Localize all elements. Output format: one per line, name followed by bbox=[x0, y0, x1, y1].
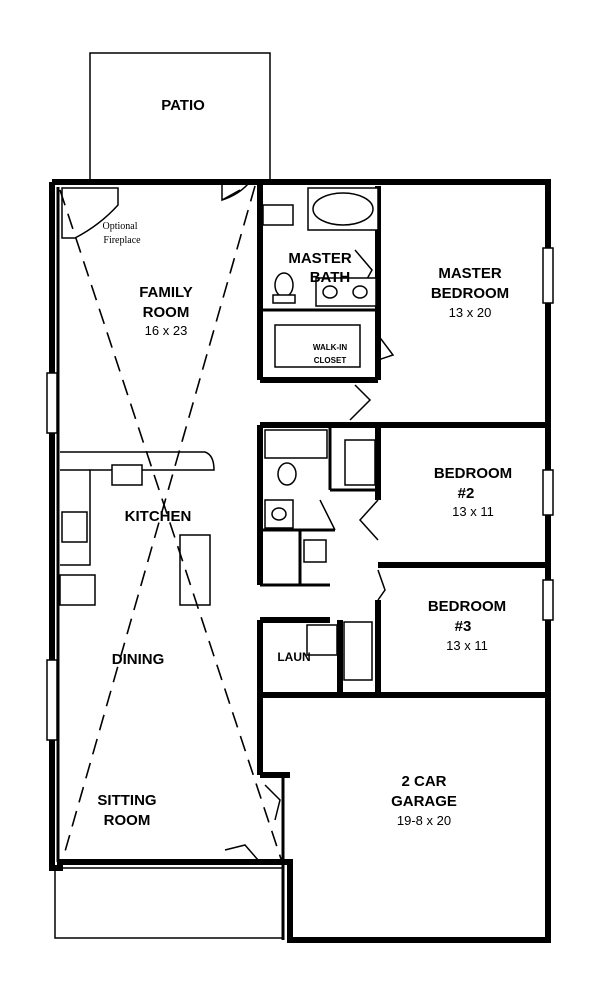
sitting-room-name-1: SITTING bbox=[97, 792, 156, 809]
patio-label: PATIO bbox=[161, 97, 205, 114]
master-bath-fixtures bbox=[262, 187, 379, 307]
fireplace-label-1: Optional bbox=[103, 221, 138, 232]
garage-name-2: GARAGE bbox=[391, 793, 457, 810]
hall-bath-fixtures bbox=[264, 429, 376, 563]
kitchen-label: KITCHEN bbox=[125, 508, 192, 525]
dining-label: DINING bbox=[112, 651, 165, 668]
master-bedroom-dims: 13 x 20 bbox=[449, 305, 492, 320]
family-room-name-1: FAMILY bbox=[139, 284, 193, 301]
laundry-label: LAUN bbox=[277, 650, 310, 664]
ceiling-lines bbox=[59, 185, 283, 863]
family-room-dims: 16 x 23 bbox=[145, 323, 188, 338]
bedroom3-dims: 13 x 11 bbox=[446, 638, 488, 653]
bedroom3-closet bbox=[343, 621, 373, 681]
laundry-appliance bbox=[306, 624, 338, 656]
walk-in-closet-label-2: CLOSET bbox=[314, 356, 347, 365]
master-bath-name-1: MASTER bbox=[288, 250, 352, 267]
kitchen-counters bbox=[59, 451, 215, 606]
closet-shelf bbox=[274, 324, 361, 368]
patio-outline bbox=[89, 52, 271, 182]
master-bath-name-2: BATH bbox=[310, 269, 351, 286]
sitting-room-name-2: ROOM bbox=[104, 812, 151, 829]
bedroom3-name-1: BEDROOM bbox=[428, 598, 506, 615]
bedroom2-name-2: #2 bbox=[458, 485, 475, 502]
bedroom3-name-2: #3 bbox=[455, 618, 472, 635]
bedroom2-dims: 13 x 11 bbox=[452, 504, 494, 519]
bedroom2-name-1: BEDROOM bbox=[434, 465, 512, 482]
garage-dims: 19-8 x 20 bbox=[397, 813, 451, 828]
door-swings bbox=[221, 182, 395, 861]
master-bedroom-name-1: MASTER bbox=[438, 265, 502, 282]
master-bedroom-name-2: BEDROOM bbox=[431, 285, 509, 302]
family-room-name-2: ROOM bbox=[143, 304, 190, 321]
garage-name-1: 2 CAR bbox=[401, 773, 446, 790]
front-porch bbox=[54, 867, 284, 939]
windows bbox=[46, 247, 554, 741]
fireplace-label-2: Fireplace bbox=[103, 235, 141, 246]
walk-in-closet-label-1: WALK-IN bbox=[313, 343, 347, 352]
